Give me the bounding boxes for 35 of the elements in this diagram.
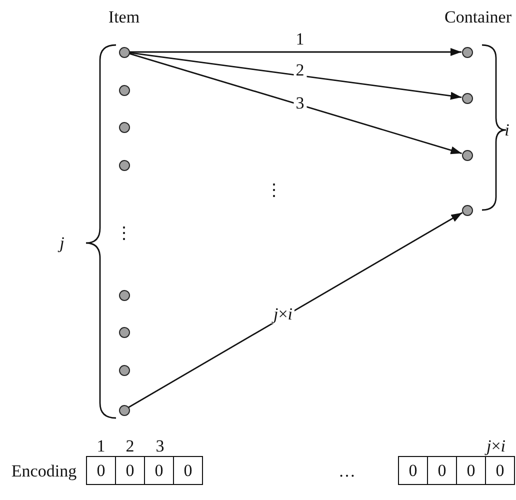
dot-node xyxy=(118,122,130,132)
text-label: 3 xyxy=(156,438,164,454)
table-cell: 0 xyxy=(456,456,486,485)
table-cell: 0 xyxy=(485,456,515,485)
text-label: … xyxy=(338,462,356,480)
text-label: 2 xyxy=(126,438,134,454)
dot-node xyxy=(462,92,472,104)
table-cell: 0 xyxy=(398,456,428,485)
dot-node xyxy=(118,404,130,416)
table-cell: 0 xyxy=(144,456,174,485)
text-label: j×i xyxy=(486,438,506,454)
ellipsis: ⋮ xyxy=(116,224,132,242)
text-label: 1 xyxy=(96,438,106,454)
text-label: Item xyxy=(108,8,140,26)
table-cell: 0 xyxy=(86,456,116,485)
ellipsis: ⋮ xyxy=(266,182,282,198)
dot-node xyxy=(118,364,130,376)
dot-node xyxy=(118,326,130,338)
dot-node xyxy=(462,150,472,160)
text-label: j xyxy=(60,234,64,252)
text-label: Container xyxy=(444,8,512,26)
dot-node xyxy=(118,290,130,300)
table-cell: 0 xyxy=(115,456,145,485)
table-cell: 0 xyxy=(427,456,457,485)
dot-node xyxy=(462,204,472,216)
text-label: Encoding xyxy=(11,462,77,480)
arrow xyxy=(130,48,462,56)
arrow xyxy=(128,212,463,408)
dot-node xyxy=(118,46,130,58)
dot-node xyxy=(462,46,472,58)
dot-node xyxy=(118,160,130,170)
dot-node xyxy=(118,84,130,96)
arrow xyxy=(129,52,462,100)
table-cell: 0 xyxy=(173,456,203,485)
text-label: i xyxy=(504,122,510,138)
